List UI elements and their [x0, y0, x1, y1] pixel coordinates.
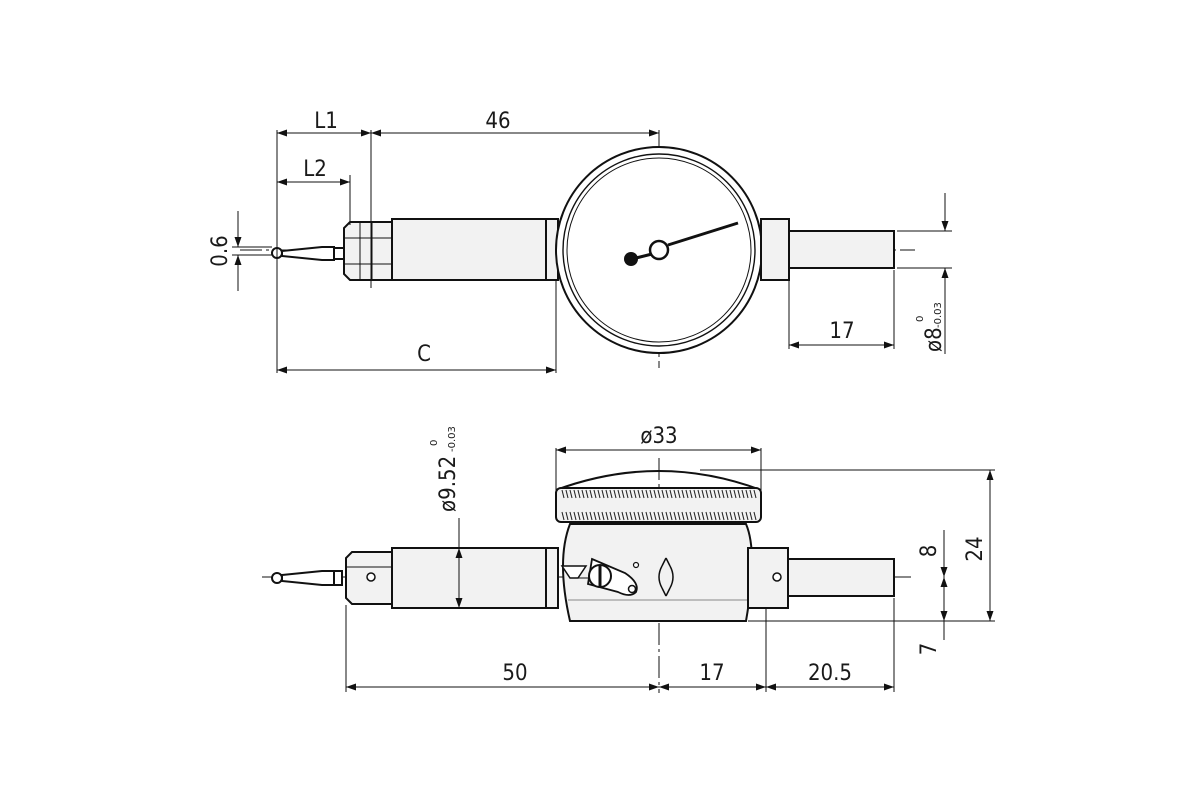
- dim-7: 7: [917, 643, 942, 656]
- dim-c: C: [417, 342, 431, 367]
- dim-l2: L2: [303, 157, 327, 182]
- stem-collar-side: [545, 547, 559, 609]
- dim-20-5: 20.5: [808, 661, 852, 686]
- dim-46: 46: [485, 109, 510, 134]
- side-dimension-lines: [346, 446, 994, 691]
- dim-24: 24: [963, 536, 988, 561]
- stylus-side: [271, 570, 343, 586]
- top-view: L1 46 L2 C 17 0.6 ø8 0 -0.03: [208, 109, 952, 374]
- dim-dia8-group: ø8 0 -0.03: [915, 302, 947, 352]
- dim-dia9-52-group: ø9.52 0 -0.03: [429, 426, 461, 512]
- rear-boss-top: [760, 218, 790, 281]
- dim-dia8: ø8: [922, 327, 947, 352]
- top-dimension-lines: [232, 129, 949, 374]
- dim-dia9-52-tol-lower: -0.03: [447, 426, 458, 452]
- stylus-holder-side: [345, 551, 393, 605]
- dial-needle: [624, 221, 739, 266]
- dial-housing-side: [562, 523, 753, 622]
- dim-50: 50: [502, 661, 527, 686]
- dim-0-6: 0.6: [208, 235, 233, 266]
- dim-dia33: ø33: [640, 424, 677, 449]
- dim-dia8-tol-lower: -0.03: [933, 302, 944, 328]
- stylus-holder-top: [343, 221, 393, 281]
- dim-dia8-tol-upper: 0: [915, 316, 926, 322]
- dim-dia9-52: ø9.52: [436, 456, 461, 512]
- dial-bezel-side: [555, 470, 762, 523]
- dim-l1: L1: [314, 109, 338, 134]
- back-stem-top: [788, 230, 895, 269]
- back-stem-side: [787, 558, 895, 597]
- top-extension-lines: [276, 130, 952, 373]
- lever-clamp-side: [560, 557, 674, 597]
- rear-boss-side: [747, 547, 789, 609]
- dim-17-top: 17: [829, 319, 854, 344]
- side-extension-lines: [345, 448, 995, 692]
- side-view: ø33 50 17 20.5 24 8 7 ø9.52 0 -0.03: [262, 424, 995, 693]
- dim-dia9-52-tol-upper: 0: [429, 440, 440, 446]
- dim-17-side: 17: [699, 661, 724, 686]
- dim-8: 8: [917, 545, 942, 558]
- stem-side: [391, 547, 547, 609]
- stem-top: [391, 218, 547, 281]
- stylus-top: [271, 246, 345, 261]
